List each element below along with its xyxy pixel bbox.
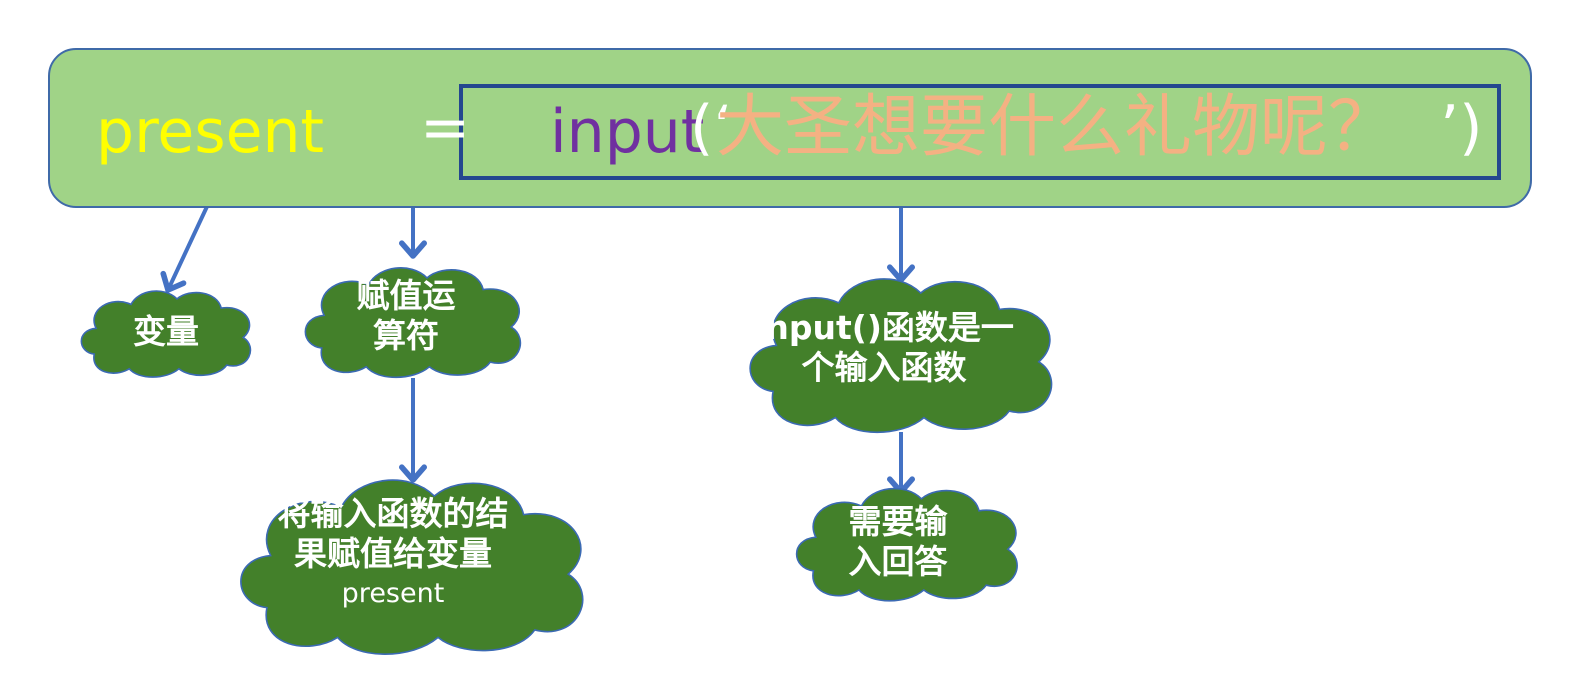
label-variable-line1: 变量: [133, 312, 199, 351]
code-prompt-string: 大圣想要什么礼物呢？: [716, 88, 1397, 167]
label-variable: 变量: [133, 312, 199, 352]
code-variable-name: present: [96, 97, 325, 167]
label-need-answer: 需要输 入回答: [849, 502, 948, 582]
label-assign-result: 将输入函数的结 果赋值给变量 present: [278, 494, 509, 614]
label-assign-op: 赋值运 算符: [357, 276, 456, 356]
label-assign-result-line2: 果赋值给变量: [294, 534, 492, 573]
code-close-paren: ’): [1440, 93, 1483, 163]
label-need-answer-line1: 需要输: [848, 502, 948, 541]
label-input-func-line1: input()函数是一: [754, 308, 1014, 347]
code-function-name: input: [550, 97, 705, 167]
label-need-answer-line2: 入回答: [848, 542, 948, 581]
label-input-func-line2: 个输入函数: [801, 348, 967, 387]
label-assign-result-sub: present: [341, 578, 445, 609]
label-assign-op-line2: 算符: [373, 316, 439, 355]
label-input-func: input()函数是一 个输入函数: [754, 308, 1014, 388]
label-assign-op-line1: 赋值运: [356, 276, 456, 315]
code-line-panel: [48, 48, 1532, 208]
input-call-highlight-box: [459, 84, 1501, 180]
code-open-paren: (‘: [690, 93, 733, 163]
code-assign-operator: =: [420, 93, 471, 163]
label-assign-result-line1: 将输入函数的结: [277, 494, 509, 533]
